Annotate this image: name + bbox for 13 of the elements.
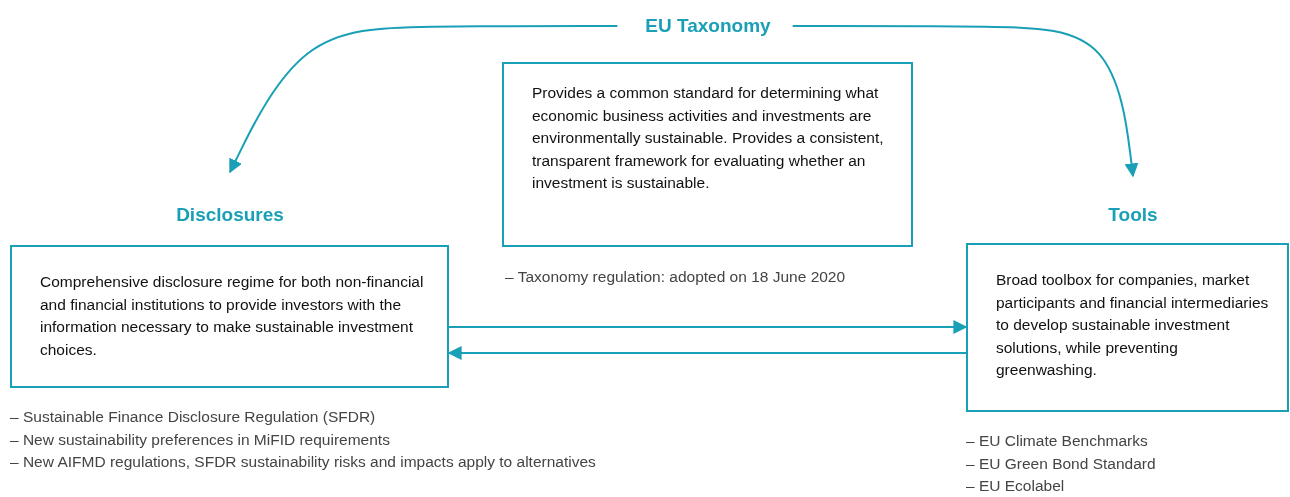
bullet-item: – EU Ecolabel [966,476,1065,497]
arrow [791,25,1139,178]
description-box: Comprehensive disclosure regime for both non-financial and financial institutions to provide investors with the information necessary to make sustainable investment choices. [10,245,449,388]
bullet-item: – Sustainable Finance Disclosure Regulation (SFDR) [10,407,376,427]
description-box: Provides a common standard for determining what economic business activities and investments are environmentally sustainable. Provides a consistent, transparent framework for evaluating whether an investment is sustainable. [502,62,913,247]
bullet-item: – Taxonomy regulation: adopted on 18 June 2020 [505,267,846,287]
bullet-item: – EU Green Bond Standard [966,453,1156,474]
bullet-item: – New AIFMD regulations, SFDR sustainability risks and impacts apply to alternatives [10,452,596,473]
bullet-item: – New sustainability preferences in MiFID requirements [10,429,390,450]
description-box: Broad toolbox for companies, market participants and financial intermediaries to develop sustainable investment solutions, while preventing greenwashing. [966,243,1289,412]
arrow [448,320,968,334]
arrow [229,25,619,174]
bullet-item: – EU Climate Benchmarks [966,431,1148,451]
